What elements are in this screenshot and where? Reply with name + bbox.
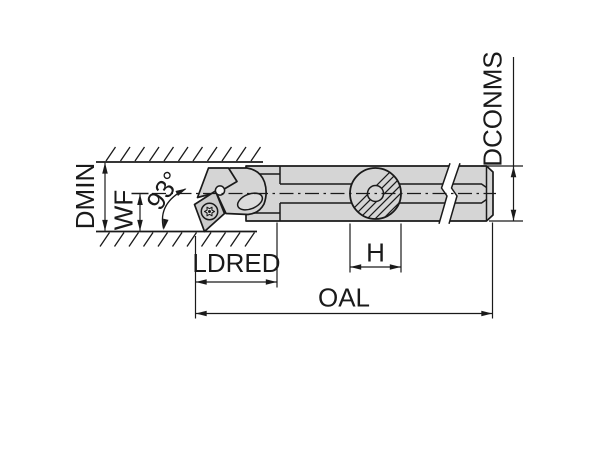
coolant-hole: [214, 185, 226, 196]
oal-arrow-left: [195, 310, 207, 317]
dconms-arrow-up: [510, 166, 517, 178]
break-zigzag-left: [438, 162, 451, 225]
break-zigzag-right: [448, 162, 461, 225]
shank-upper-edge-line: [280, 183, 487, 189]
dmin-arrow-down: [102, 219, 108, 231]
head-pocket-oval: [236, 192, 264, 211]
angle-arrow-top: [175, 188, 187, 196]
dim-angle: [161, 188, 187, 230]
dmin-label: DMIN: [70, 163, 100, 229]
dim-ldred: [194, 222, 278, 319]
wf-arrow-down: [137, 219, 143, 231]
workpiece-hatch-bottom: [96, 230, 257, 247]
workpiece-hatch-top: [96, 146, 263, 163]
ldred-label: LDRED: [192, 248, 280, 278]
wf-arrow-up: [137, 194, 143, 205]
insert-screw-center-dot: [208, 210, 211, 213]
hatch-marks-top: [105, 146, 262, 162]
dconms-arrow-down: [510, 209, 517, 221]
insert-screw: [200, 202, 219, 221]
ldred-arrow-right: [265, 279, 277, 285]
dmin-arrow-up: [102, 162, 108, 174]
angle-arrow-bottom: [163, 218, 169, 230]
dconms-label: DCONMS: [478, 51, 508, 167]
dim-dmin: [102, 162, 108, 231]
oal-label: OAL: [318, 283, 370, 313]
shank-lower-edge-line: [280, 198, 487, 204]
angle-label: 93°: [140, 166, 187, 215]
hatch-marks-bottom: [99, 232, 256, 247]
tool-head: [193, 167, 267, 233]
ldred-arrow-left: [195, 279, 207, 285]
h-label: H: [366, 238, 385, 268]
dim-h: [349, 223, 402, 273]
head-clamp-wedge: [196, 167, 238, 199]
h-arrow-right: [389, 264, 401, 270]
dim-wf: [131, 192, 149, 231]
oal-arrow-right: [481, 310, 493, 317]
wf-label: WF: [109, 190, 139, 230]
h-arrow-left: [350, 264, 362, 270]
break-symbol: [438, 162, 461, 225]
dim-oal: [195, 222, 494, 319]
dim-dconms: [481, 57, 523, 222]
shank-neck-edges: [254, 166, 281, 221]
